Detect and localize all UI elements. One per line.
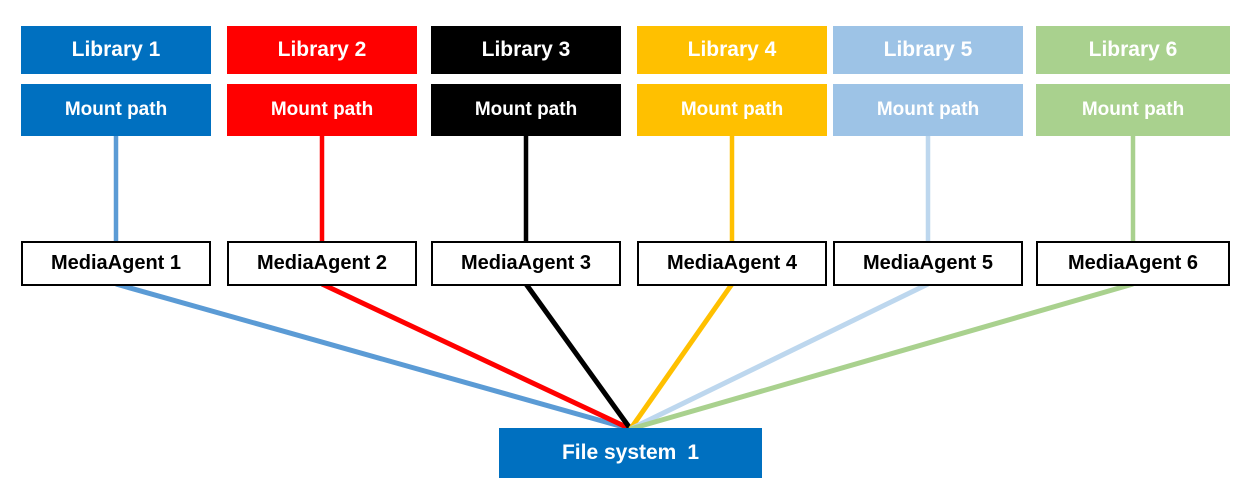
media-agent-box-5: MediaAgent 5 — [833, 241, 1023, 286]
connector-agent-to-filesystem-3 — [523, 282, 633, 431]
library-box-3: Library 3 — [431, 26, 621, 74]
media-agent-box-4: MediaAgent 4 — [637, 241, 827, 286]
library-box-2: Library 2 — [227, 26, 417, 74]
file-system-box: File system 1 — [499, 428, 762, 478]
library-box-4: Library 4 — [637, 26, 827, 74]
media-agent-box-3: MediaAgent 3 — [431, 241, 621, 286]
library-box-1: Library 1 — [21, 26, 211, 74]
connector-agent-to-filesystem-6 — [629, 281, 1134, 432]
mount-path-box-5: Mount path — [833, 84, 1023, 136]
media-agent-box-1: MediaAgent 1 — [21, 241, 211, 286]
library-box-5: Library 5 — [833, 26, 1023, 74]
connector-agent-to-filesystem-4 — [628, 282, 735, 431]
media-agent-box-2: MediaAgent 2 — [227, 241, 417, 286]
library-box-6: Library 6 — [1036, 26, 1230, 74]
file-system-label: File system — [561, 441, 677, 464]
connector-agent-to-filesystem-1 — [115, 281, 632, 432]
mount-path-box-3: Mount path — [431, 84, 621, 136]
mount-path-box-2: Mount path — [227, 84, 417, 136]
connector-agent-to-filesystem-2 — [320, 281, 632, 432]
file-system-number: 1 — [687, 441, 700, 464]
mount-path-box-4: Mount path — [637, 84, 827, 136]
mount-path-box-6: Mount path — [1036, 84, 1230, 136]
mount-path-box-1: Mount path — [21, 84, 211, 136]
media-agent-box-6: MediaAgent 6 — [1036, 241, 1230, 286]
connector-agent-to-filesystem-5 — [629, 281, 930, 432]
